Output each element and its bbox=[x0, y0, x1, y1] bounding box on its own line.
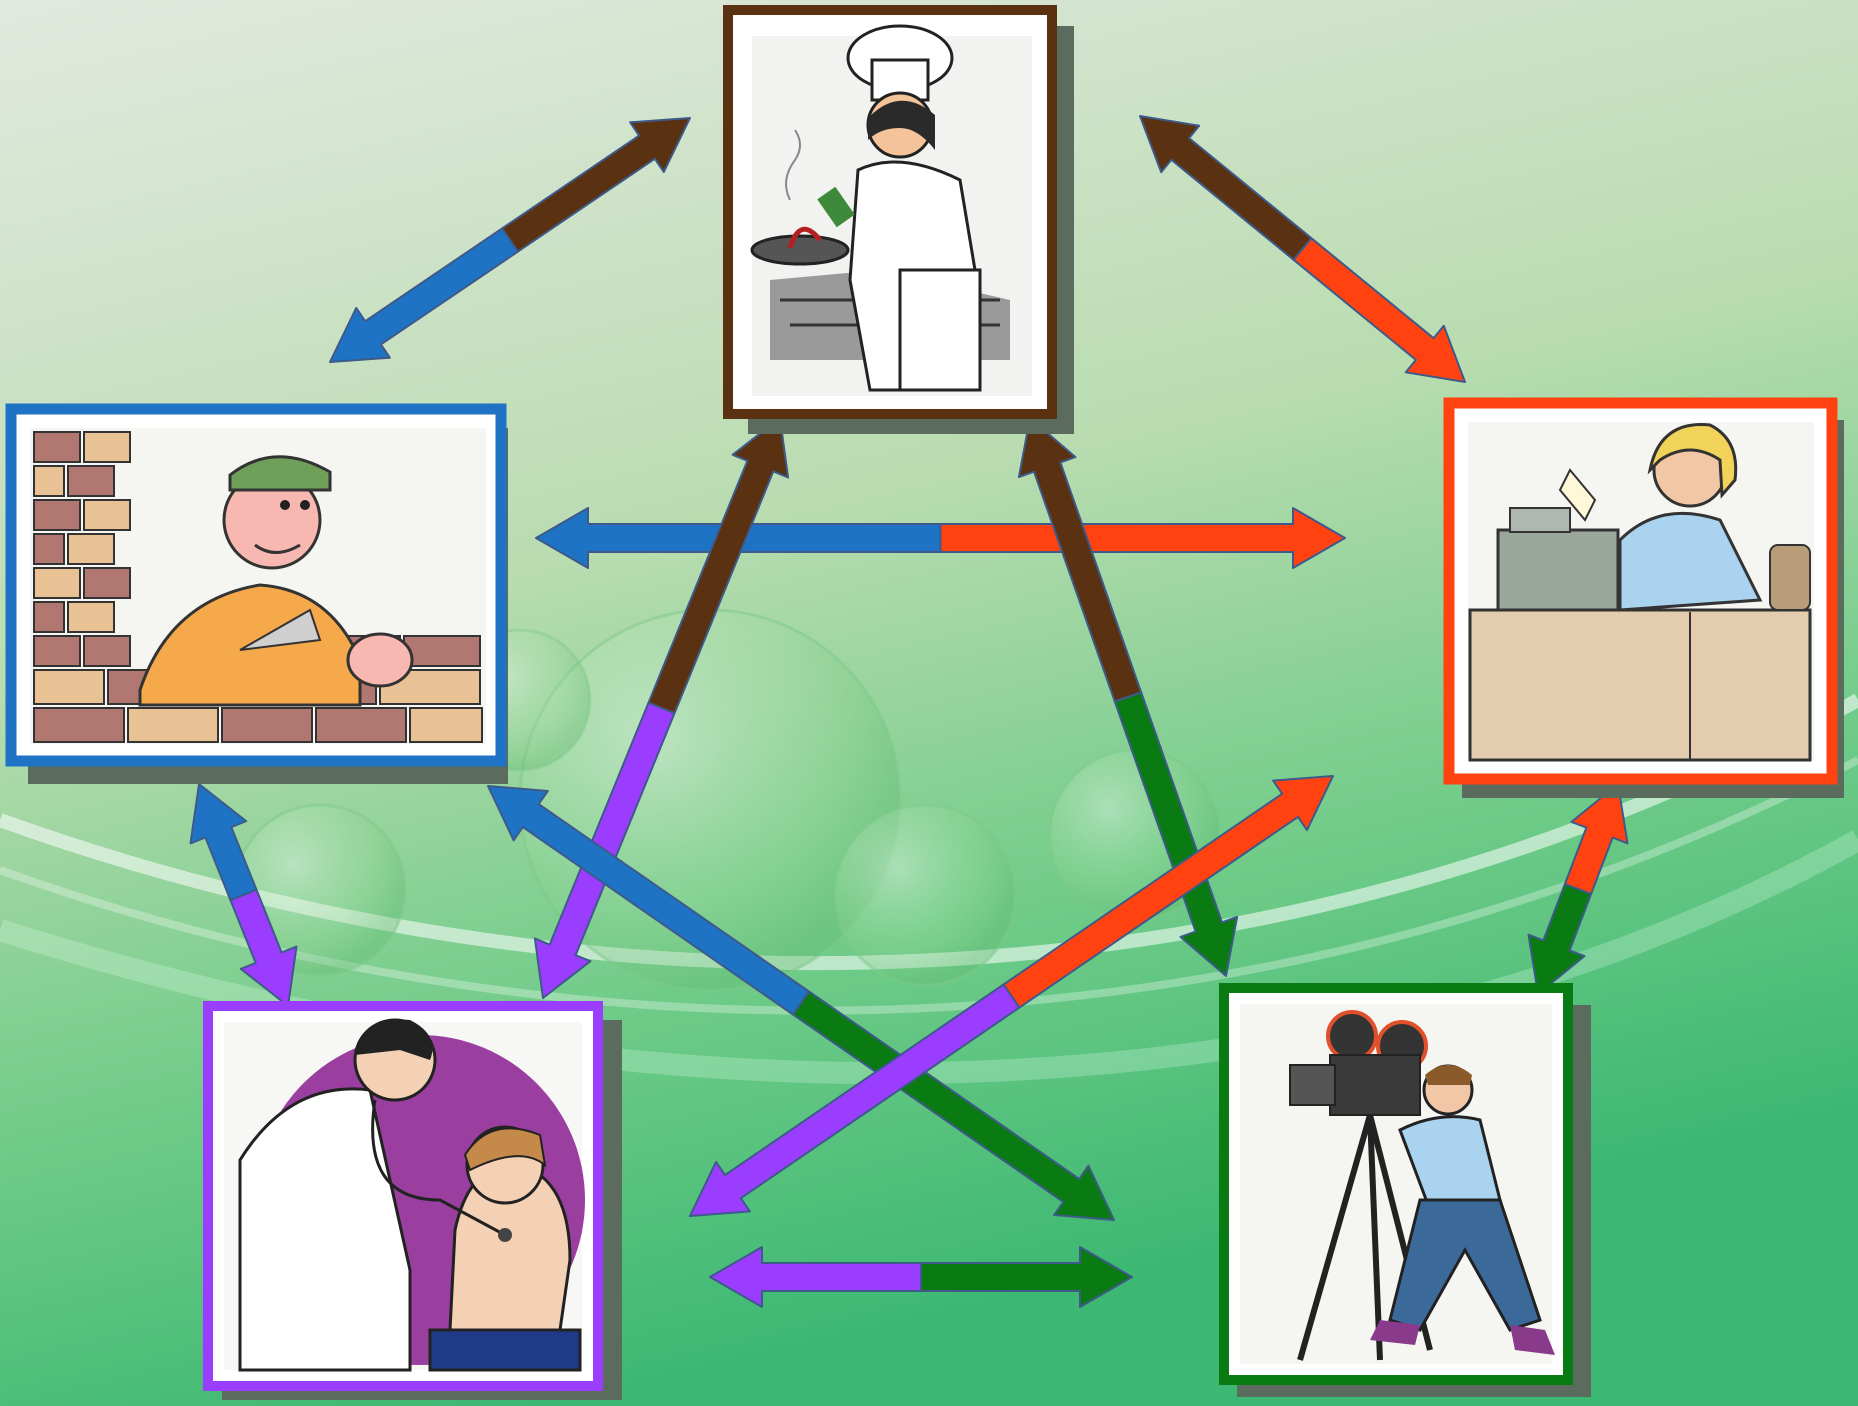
arrow-chef-cashier bbox=[1139, 115, 1466, 383]
arrow-builder-doctor bbox=[189, 783, 298, 1007]
node-cameraman[interactable] bbox=[1219, 983, 1591, 1397]
arrow-head-chef bbox=[501, 117, 691, 253]
arrow-doctor-cameraman bbox=[709, 1246, 1133, 1308]
arrow-head-cameraman bbox=[920, 1246, 1133, 1308]
node-chef[interactable] bbox=[723, 5, 1074, 434]
node-doctor[interactable] bbox=[203, 1001, 622, 1400]
chef-illustration bbox=[750, 24, 1032, 396]
arrow-head-cashier bbox=[1002, 775, 1334, 1009]
cameraman-illustration bbox=[1240, 1004, 1555, 1364]
node-cashier[interactable] bbox=[1443, 397, 1844, 798]
builder-illustration bbox=[30, 428, 486, 744]
arrow-head-cameraman bbox=[1113, 691, 1239, 977]
arrow-builder-chef bbox=[329, 117, 691, 363]
arrow-head-doctor bbox=[229, 888, 298, 1007]
node-builder[interactable] bbox=[5, 403, 508, 784]
arrow-builder-cameraman bbox=[487, 785, 1115, 1221]
arrow-head-cashier bbox=[1292, 237, 1466, 383]
doctor-illustration bbox=[224, 1018, 585, 1372]
arrow-head-cameraman bbox=[792, 990, 1115, 1221]
arrow-doctor-cashier bbox=[689, 775, 1334, 1217]
arrow-head-cameraman bbox=[1527, 883, 1593, 995]
cashier-illustration bbox=[1468, 422, 1814, 762]
arrow-head-cashier bbox=[939, 507, 1346, 569]
arrow-layer bbox=[189, 115, 1629, 1308]
arrow-chef-cameraman bbox=[1017, 417, 1239, 977]
arrow-cashier-cameraman bbox=[1527, 783, 1629, 995]
